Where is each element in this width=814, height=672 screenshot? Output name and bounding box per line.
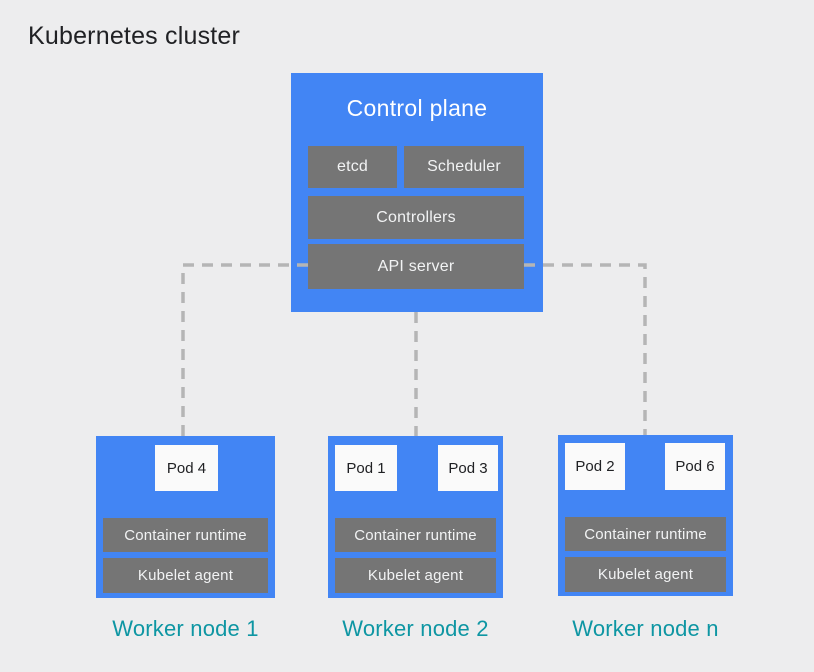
pod-box: Pod 3 — [438, 445, 498, 491]
scheduler-box: Scheduler — [404, 146, 524, 188]
controllers-box: Controllers — [308, 196, 524, 239]
diagram-title: Kubernetes cluster — [28, 22, 241, 50]
worker-node-n-box: Pod 2 Pod 6 Container runtime Kubelet ag… — [558, 435, 733, 596]
kubelet-agent-box: Kubelet agent — [565, 557, 726, 592]
kubelet-agent-box: Kubelet agent — [103, 558, 268, 593]
connector-api-server-to-worker-1 — [181, 263, 308, 436]
control-plane-title: Control plane — [346, 95, 488, 121]
container-runtime-box: Container runtime — [335, 518, 496, 552]
worker-node-n-label: Worker node n — [572, 616, 719, 641]
container-runtime-box: Container runtime — [565, 517, 726, 551]
container-runtime-box: Container runtime — [103, 518, 268, 552]
pod-box: Pod 4 — [155, 445, 218, 491]
worker-node-2-label: Worker node 2 — [342, 616, 489, 641]
api-server-box: API server — [308, 244, 524, 289]
worker-node-2-box: Pod 1 Pod 3 Container runtime Kubelet ag… — [328, 436, 503, 598]
etcd-box: etcd — [308, 146, 397, 188]
pod-box: Pod 6 — [665, 443, 725, 490]
worker-node-1-label: Worker node 1 — [112, 616, 259, 641]
pod-box: Pod 1 — [335, 445, 397, 491]
kubelet-agent-box: Kubelet agent — [335, 558, 496, 593]
pod-box: Pod 2 — [565, 443, 625, 490]
worker-node-1-box: Pod 4 Container runtime Kubelet agent — [96, 436, 275, 598]
control-plane-box: Control plane etcd Scheduler Controllers… — [291, 73, 543, 312]
